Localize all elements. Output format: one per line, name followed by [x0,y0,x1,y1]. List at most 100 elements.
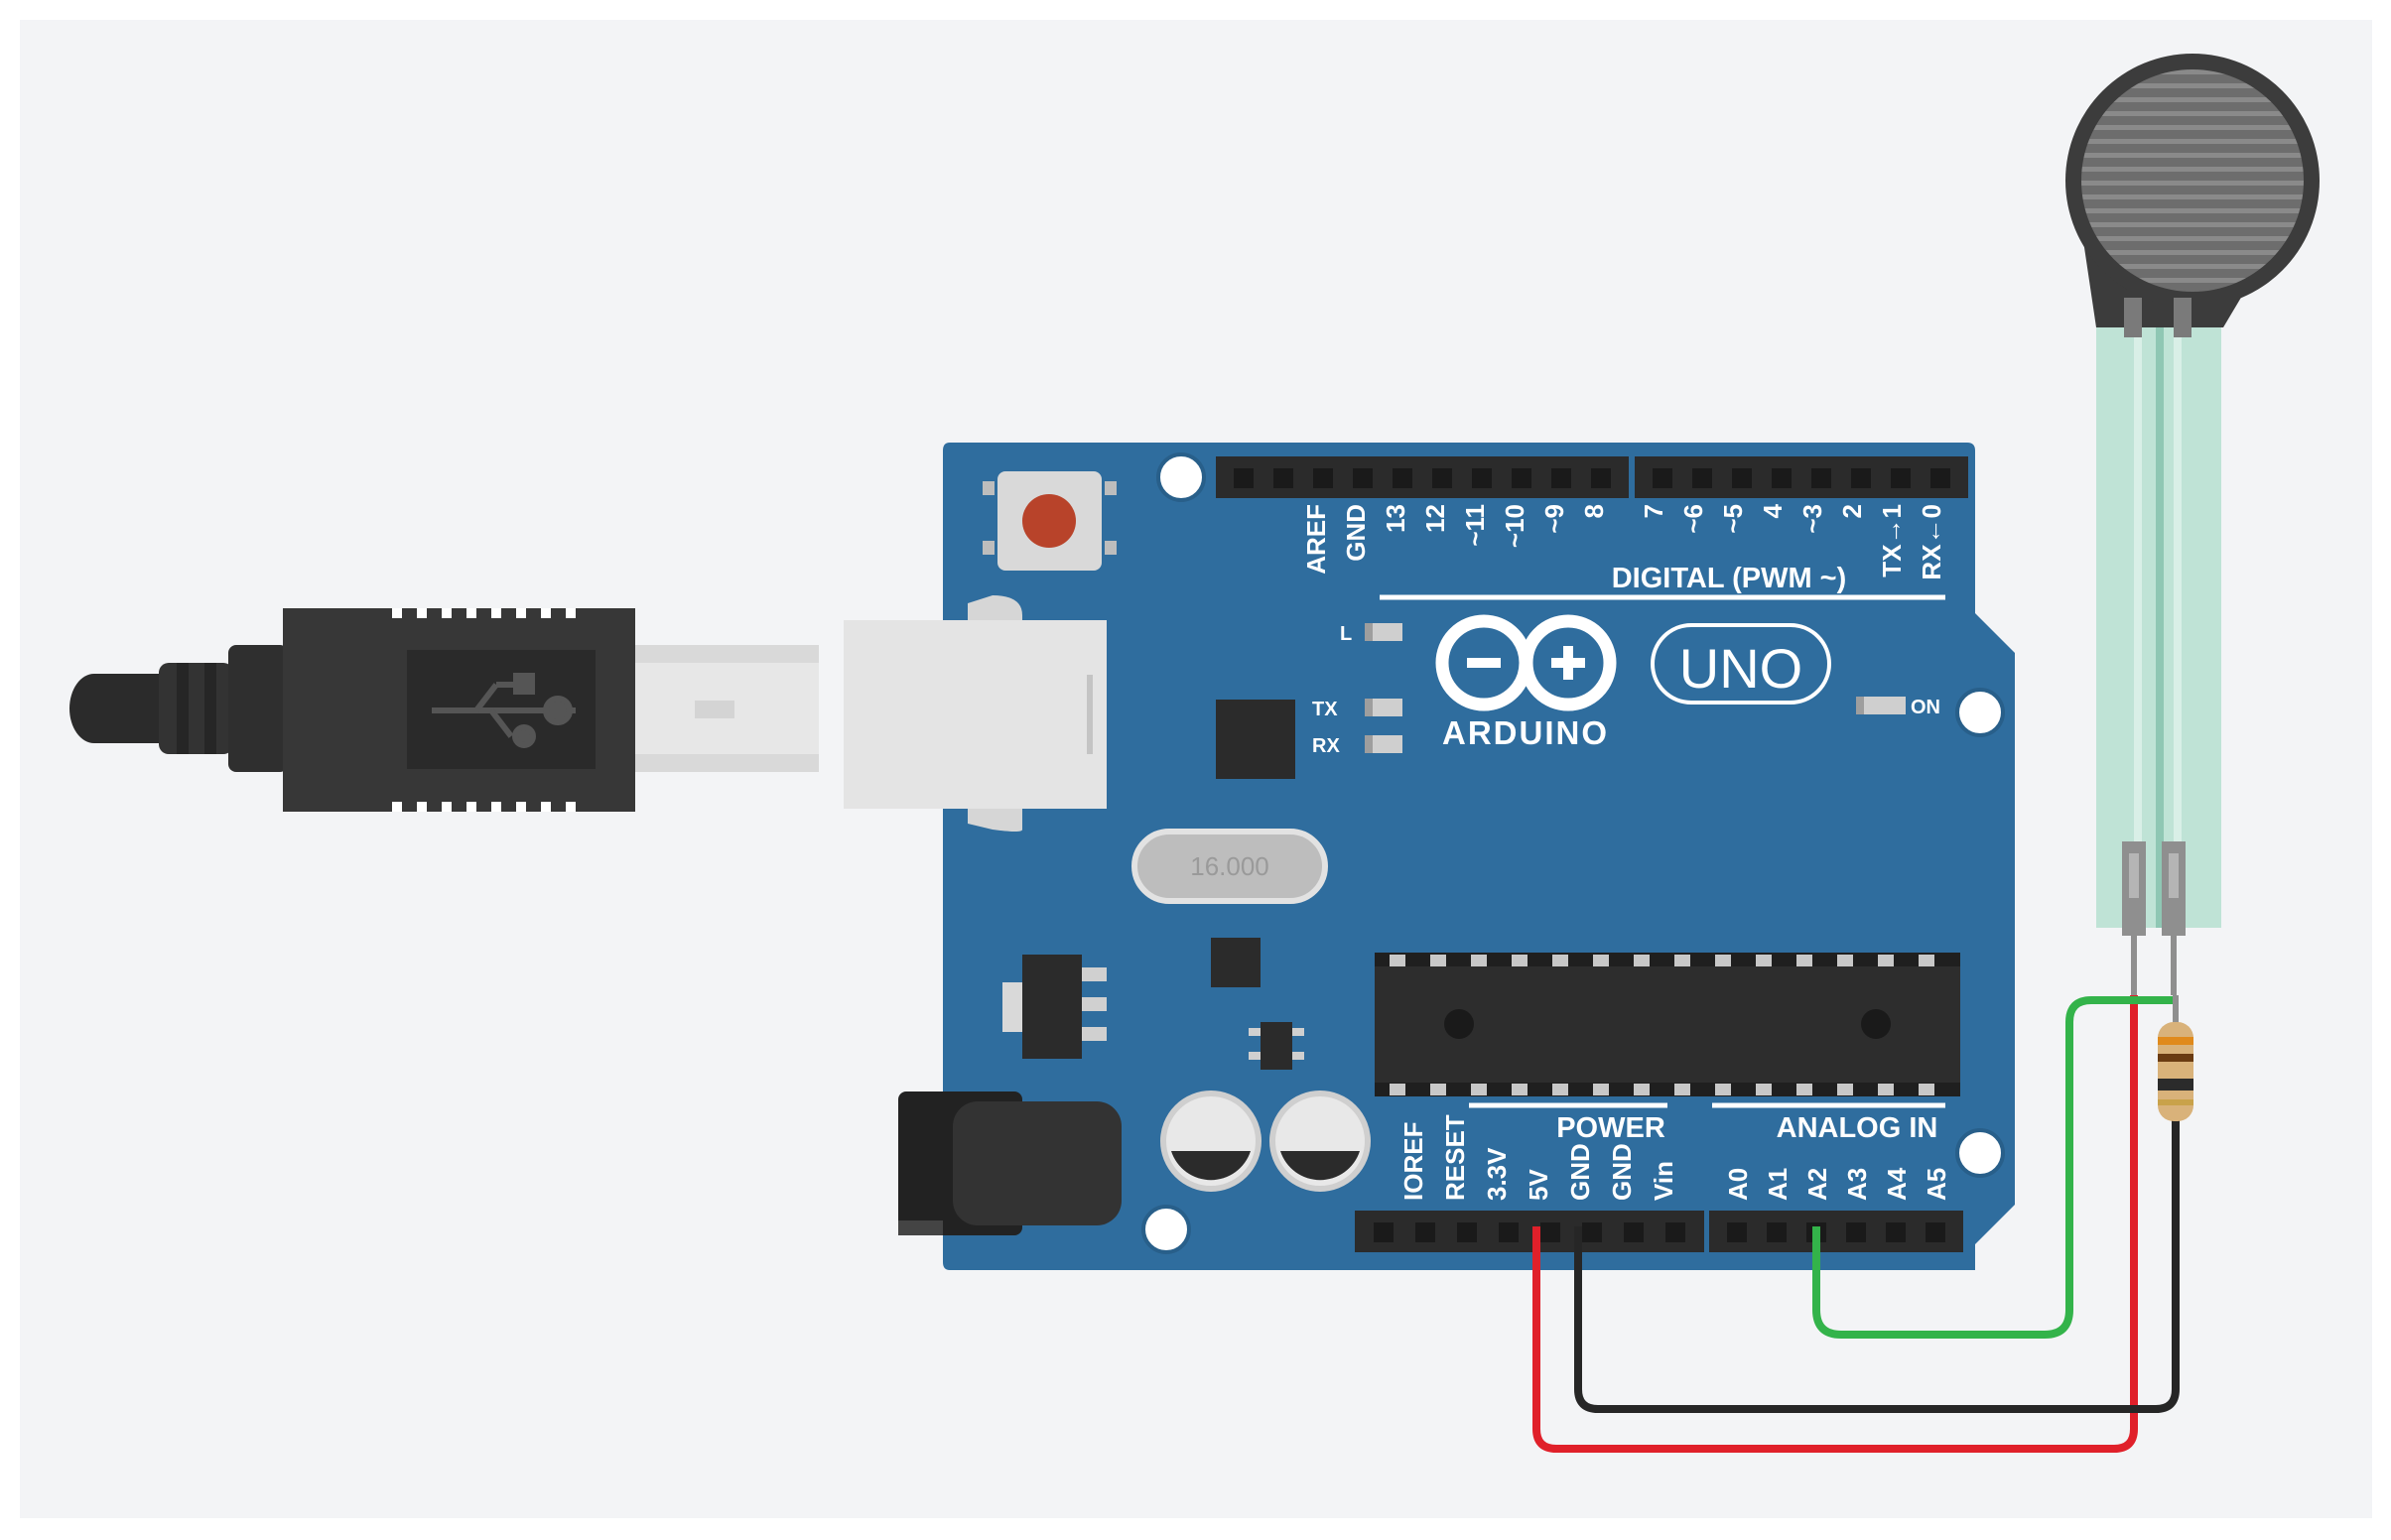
pin-label: 8 [1579,504,1609,518]
sensor-lead[interactable] [2122,841,2146,995]
power-header[interactable] [1355,1211,1704,1252]
header-socket[interactable] [1926,1222,1945,1242]
header-socket[interactable] [1653,468,1672,488]
model-text: UNO [1679,637,1802,700]
header-socket[interactable] [1851,468,1871,488]
mounting-hole [1141,1205,1191,1254]
header-socket[interactable] [1582,1222,1602,1242]
led-tx: TX [1312,699,1402,720]
pin-label: GND [1565,1143,1595,1201]
pin-label: Vin [1649,1161,1678,1201]
usb-interface-chip [1216,700,1295,779]
digital-header-right[interactable] [1635,456,1968,498]
pin-label: ~9 [1539,504,1569,534]
reset-button[interactable] [983,471,1117,571]
pin-label: A3 [1842,1168,1872,1201]
power-header-title: POWER [1556,1112,1665,1144]
chip-pin [1919,955,1934,966]
header-socket[interactable] [1692,468,1712,488]
header-socket[interactable] [1624,1222,1644,1242]
voltage-regulator [1002,955,1107,1059]
pin-label: A2 [1802,1168,1832,1201]
digital-header-title: DIGITAL (PWM ~) [1612,563,1847,594]
resistor[interactable] [2158,995,2193,1121]
pin-label: RX←0 [1917,504,1946,580]
header-socket[interactable] [1273,468,1293,488]
pin-label: ~11 [1460,504,1490,547]
power-header-body [1355,1211,1704,1252]
header-socket[interactable] [1732,468,1752,488]
pin-label: ~5 [1718,504,1748,534]
header-socket[interactable] [1891,468,1911,488]
header-socket[interactable] [1846,1222,1866,1242]
atmega-microcontroller [1375,953,1960,1096]
led-on: ON [1856,697,1940,718]
brand-text: ARDUINO [1442,714,1609,751]
chip-pin [1919,1084,1934,1095]
usb-b-socket [844,595,1107,832]
wire-red[interactable] [1532,995,2138,1453]
pin-label: GND [1341,504,1371,562]
header-socket[interactable] [1540,1222,1560,1242]
mounting-hole [1156,452,1206,502]
usb-cable[interactable] [69,608,819,812]
header-socket[interactable] [1457,1222,1477,1242]
pin-label: A1 [1763,1168,1793,1201]
chip-pin [1552,955,1568,966]
analog-header[interactable] [1709,1211,1963,1252]
header-socket[interactable] [1234,468,1254,488]
chip-pin [1390,955,1405,966]
analog-header-body [1709,1211,1963,1252]
chip-pin [1471,1084,1487,1095]
header-socket[interactable] [1512,468,1531,488]
header-socket[interactable] [1665,1222,1685,1242]
chip-pin [1552,1084,1568,1095]
wire-green[interactable] [1812,996,2174,1339]
header-socket[interactable] [1472,468,1492,488]
sensor-lead[interactable] [2162,841,2186,995]
header-socket[interactable] [1313,468,1333,488]
header-socket[interactable] [1591,468,1611,488]
wire-black[interactable] [1574,1111,2180,1413]
chip-pin [1674,1084,1690,1095]
chip-pin [1796,955,1812,966]
crystal-oscillator: 16.000 [1131,829,1328,904]
chip-pin [1674,955,1690,966]
header-socket[interactable] [1772,468,1792,488]
led-on-label: ON [1911,697,1940,718]
led-l-label: L [1340,623,1352,645]
led-rx: RX [1312,735,1402,757]
chip-pin [1634,1084,1650,1095]
header-socket[interactable] [1374,1222,1394,1242]
pin-label: 5V [1524,1169,1553,1201]
arduino-uno-board[interactable]: L TX RX ON ARDUINO UNO [844,443,2015,1270]
header-socket[interactable] [1727,1222,1747,1242]
chip-pin [1512,1084,1528,1095]
header-socket[interactable] [1393,468,1412,488]
analog-header-title: ANALOG IN [1777,1112,1938,1144]
mounting-hole [1955,1128,2005,1178]
header-socket[interactable] [1432,468,1452,488]
small-chip [1211,938,1261,987]
led-tx-label: TX [1312,699,1338,720]
header-socket[interactable] [1930,468,1950,488]
chip-pin [1593,1084,1609,1095]
pin-label: GND [1607,1143,1637,1201]
pin-label: ~3 [1797,504,1827,534]
header-socket[interactable] [1353,468,1373,488]
header-socket[interactable] [1415,1222,1435,1242]
header-socket[interactable] [1886,1222,1906,1242]
digital-header-left[interactable] [1216,456,1629,498]
arduino-logo: ARDUINO UNO [1435,614,1831,751]
header-socket[interactable] [1811,468,1831,488]
header-socket[interactable] [1499,1222,1519,1242]
pin-label: 12 [1420,504,1450,533]
header-socket[interactable] [1551,468,1571,488]
chip-pin [1796,1084,1812,1095]
pin-label: 13 [1381,504,1410,533]
force-sensitive-resistor[interactable] [2065,54,2320,995]
header-socket[interactable] [1767,1222,1787,1242]
